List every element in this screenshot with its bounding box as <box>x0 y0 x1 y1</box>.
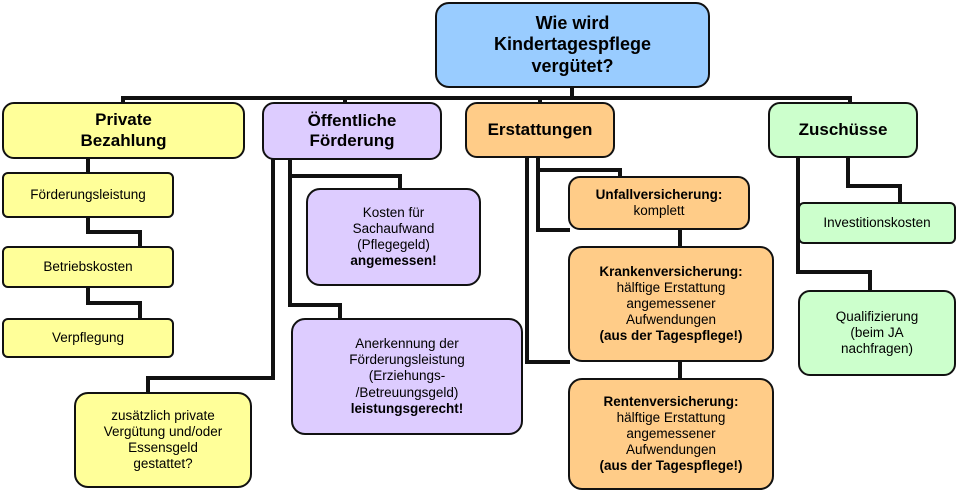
root-line-2: Kindertagespflege <box>493 34 652 55</box>
public-kosten-box: Kosten für Sachaufwand (Pflegegeld) ange… <box>306 188 481 286</box>
text-line: Anerkennung der <box>355 336 459 352</box>
text-line: komplett <box>633 203 685 218</box>
text-line: Sachaufwand <box>352 220 435 236</box>
private-title-2: Bezahlung <box>80 130 167 150</box>
quali-box: Qualifizierung (beim JA nachfragen) <box>798 290 956 376</box>
text-line: Investitionskosten <box>823 214 931 230</box>
private-item-label: Förderungsleistung <box>30 186 146 202</box>
private-payment-box: Private Bezahlung <box>2 102 245 159</box>
text-line: Aufwendungen <box>625 442 717 458</box>
root-question-box: Wie wird Kindertagespflege vergütet? <box>435 2 710 88</box>
root-line-1: Wie wird <box>535 12 610 33</box>
text-line: hälftige Erstattung <box>616 409 726 425</box>
invest-box: Investitionskosten <box>798 202 956 244</box>
renten-box: Rentenversicherung: hälftige Erstattung … <box>568 378 774 490</box>
text-line: (Erziehungs- <box>368 368 446 384</box>
text-line: Aufwendungen <box>625 312 717 328</box>
private-extra-payment-box: zusätzlich private Vergütung und/oder Es… <box>74 392 252 488</box>
root-line-3: vergütet? <box>531 55 614 76</box>
public-anerkennung-box: Anerkennung der Förderungsleistung (Erzi… <box>291 318 523 435</box>
text-line: angemessener <box>626 425 716 441</box>
grants-box: Zuschüsse <box>768 102 918 158</box>
private-title-1: Private <box>95 110 152 130</box>
text-line: (beim JA <box>850 324 904 340</box>
text-line: /Betreuungsgeld) <box>355 384 459 400</box>
text-line: angemessener <box>626 295 716 311</box>
text-line-bold: Krankenversicherung: <box>599 263 743 279</box>
refund-title: Erstattungen <box>487 119 593 139</box>
public-title-2: Förderung <box>309 131 395 150</box>
text-line-bold: angemessen! <box>350 253 437 269</box>
text-line-bold: (aus der Tagespflege!) <box>599 328 743 344</box>
public-title-1: Öffentliche <box>307 110 397 130</box>
private-item-label: Verpflegung <box>51 329 125 345</box>
private-item-verpflegung: Verpflegung <box>2 318 174 358</box>
text-line: Essensgeld <box>128 440 198 455</box>
text-line: (Pflegegeld) <box>357 237 430 252</box>
text-line: hälftige Erstattung <box>616 279 726 295</box>
text-line: zusätzlich private <box>111 407 215 423</box>
unfall-box: Unfallversicherung: komplett <box>568 176 750 230</box>
text-line: Vergütung und/oder <box>103 423 223 439</box>
text-line: Qualifizierung <box>835 308 919 324</box>
text-line-bold: (aus der Tagespflege!) <box>599 458 743 474</box>
private-item-label: Betriebskosten <box>43 258 133 274</box>
text-line: Förderungsleistung <box>349 352 465 368</box>
text-line: nachfragen) <box>840 341 914 357</box>
text-line-bold: leistungsgerecht! <box>350 400 464 416</box>
text-line: gestattet? <box>133 456 193 472</box>
text-line-bold: Unfallversicherung: <box>595 186 723 202</box>
kranken-box: Krankenversicherung: hälftige Erstattung… <box>568 246 774 362</box>
text-line-bold: Rentenversicherung: <box>603 393 739 409</box>
text-line: Kosten für <box>362 204 425 220</box>
refund-box: Erstattungen <box>465 102 615 158</box>
public-funding-box: Öffentliche Förderung <box>262 102 442 160</box>
private-item-foerderungsleistung: Förderungsleistung <box>2 172 174 218</box>
private-item-betriebskosten: Betriebskosten <box>2 246 174 288</box>
grants-title: Zuschüsse <box>798 119 888 139</box>
